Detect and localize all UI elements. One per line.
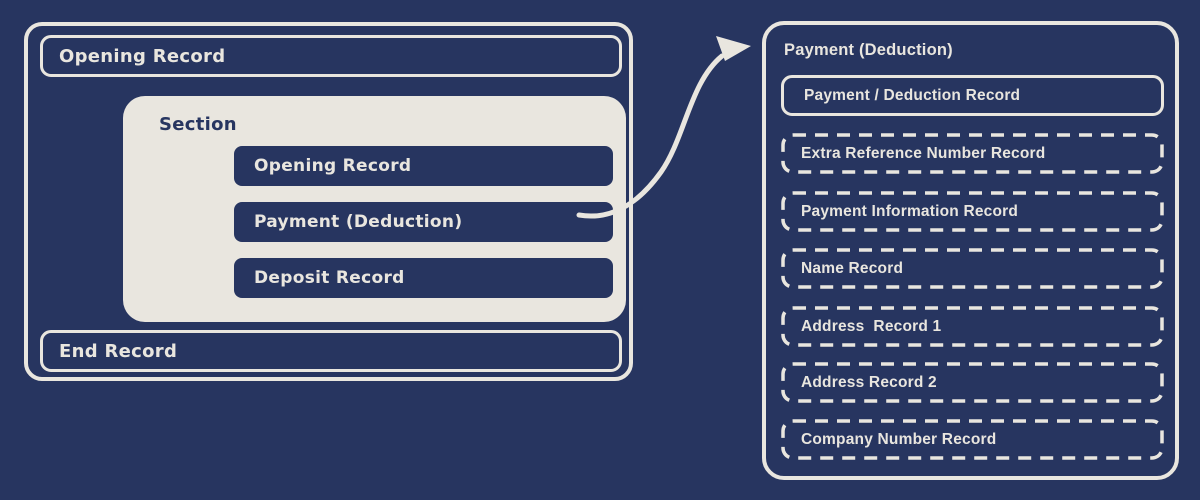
record-company-number: Company Number Record <box>781 419 1164 460</box>
record-address-1: Address Record 1 <box>781 306 1164 347</box>
record-label: Name Record <box>801 259 904 277</box>
section-item-label: Payment (Deduction) <box>254 212 463 232</box>
section-title: Section <box>159 114 237 135</box>
section-item-opening-record: Opening Record <box>234 146 613 186</box>
record-name: Name Record <box>781 248 1164 289</box>
payment-deduction-detail-panel: Payment (Deduction) Payment / Deduction … <box>762 21 1179 480</box>
record-label: Address Record 2 <box>801 373 937 391</box>
record-label: Extra Reference Number Record <box>801 144 1046 162</box>
section-box: Section Opening Record Payment (Deductio… <box>123 96 626 322</box>
section-item-label: Deposit Record <box>254 268 405 288</box>
record-payment-deduction: Payment / Deduction Record <box>781 75 1164 116</box>
opening-record-box: Opening Record <box>40 35 622 77</box>
opening-record-label: Opening Record <box>59 45 226 67</box>
record-label: Payment / Deduction Record <box>804 86 1021 104</box>
record-label: Payment Information Record <box>801 202 1019 220</box>
record-address-2: Address Record 2 <box>781 362 1164 403</box>
record-payment-information: Payment Information Record <box>781 191 1164 232</box>
record-extra-reference-number: Extra Reference Number Record <box>781 133 1164 174</box>
section-item-deposit-record: Deposit Record <box>234 258 613 298</box>
detail-panel-title: Payment (Deduction) <box>784 41 953 59</box>
section-item-label: Opening Record <box>254 156 412 176</box>
end-record-label: End Record <box>59 340 178 362</box>
section-item-payment-deduction: Payment (Deduction) <box>234 202 613 242</box>
record-label: Company Number Record <box>801 430 997 448</box>
file-structure-container: Opening Record Section Opening Record Pa… <box>24 22 633 381</box>
end-record-box: End Record <box>40 330 622 372</box>
record-label: Address Record 1 <box>801 317 942 335</box>
